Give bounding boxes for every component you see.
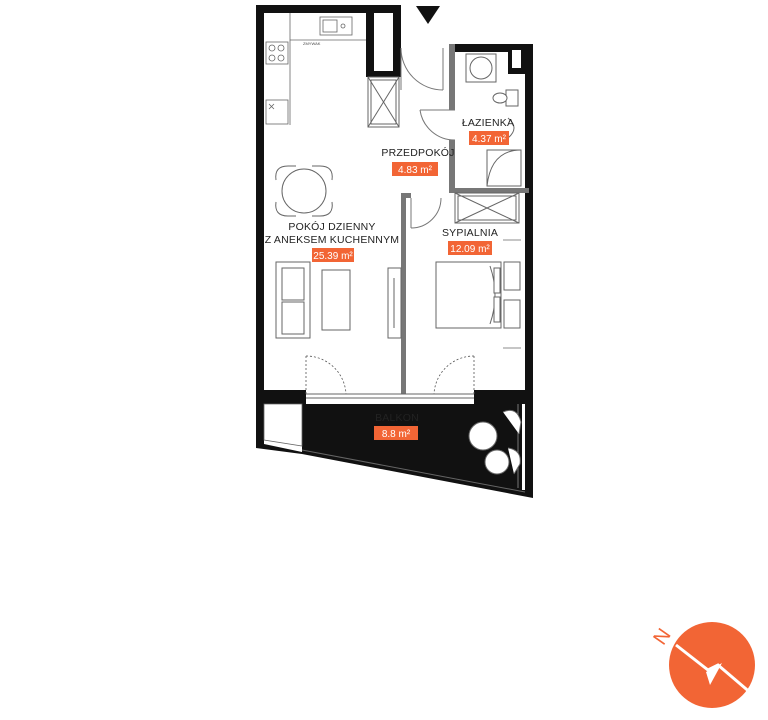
living-area-badge: [312, 248, 354, 262]
balcony-furniture: [468, 409, 522, 475]
dining-set: [275, 165, 333, 217]
coffee-table: [321, 269, 351, 331]
bedroom-area-badge: [448, 241, 492, 255]
compass-letter: N: [649, 625, 675, 649]
balcony-area-badge: [374, 426, 418, 440]
kitchen: [265, 13, 366, 125]
sink-label: ZMYWAK: [303, 41, 321, 46]
bedroom-side: [503, 239, 521, 349]
bed: [435, 261, 521, 329]
niche: [374, 13, 393, 71]
entrance-arrow-icon: [416, 6, 440, 24]
bedroom-name: SYPIALNIA: [442, 227, 498, 239]
living-room-name-2: Z ANEKSEM KUCHENNYM: [265, 234, 400, 246]
hall-name: PRZEDPOKÓJ: [381, 146, 454, 159]
compass-icon: N: [649, 622, 755, 708]
bathroom-fixtures: [465, 53, 522, 187]
wardrobe-bedroom: [454, 192, 520, 224]
bathroom-area-badge: [469, 131, 509, 145]
bathroom-area: 4.37 m²: [472, 134, 507, 145]
living-room-name-1: POKÓJ DZIENNY: [288, 220, 375, 233]
balcony-area: 8.8 m²: [382, 429, 411, 440]
balcony-outline: [256, 403, 533, 498]
balcony-doors: [305, 355, 475, 395]
bathroom-name: ŁAZIENKA: [462, 117, 514, 129]
doors: [400, 47, 456, 229]
bedroom-area: 12.09 m²: [450, 244, 490, 255]
hall-area-badge: [392, 162, 438, 176]
sofa: [275, 261, 311, 339]
window-lines: [306, 393, 474, 399]
hall-area: 4.83 m²: [398, 165, 433, 176]
living-area: 25.39 m²: [313, 251, 353, 262]
tv-unit: [387, 267, 402, 339]
balcony-name: BALKON: [375, 412, 419, 424]
wardrobe-hall: [367, 76, 400, 128]
